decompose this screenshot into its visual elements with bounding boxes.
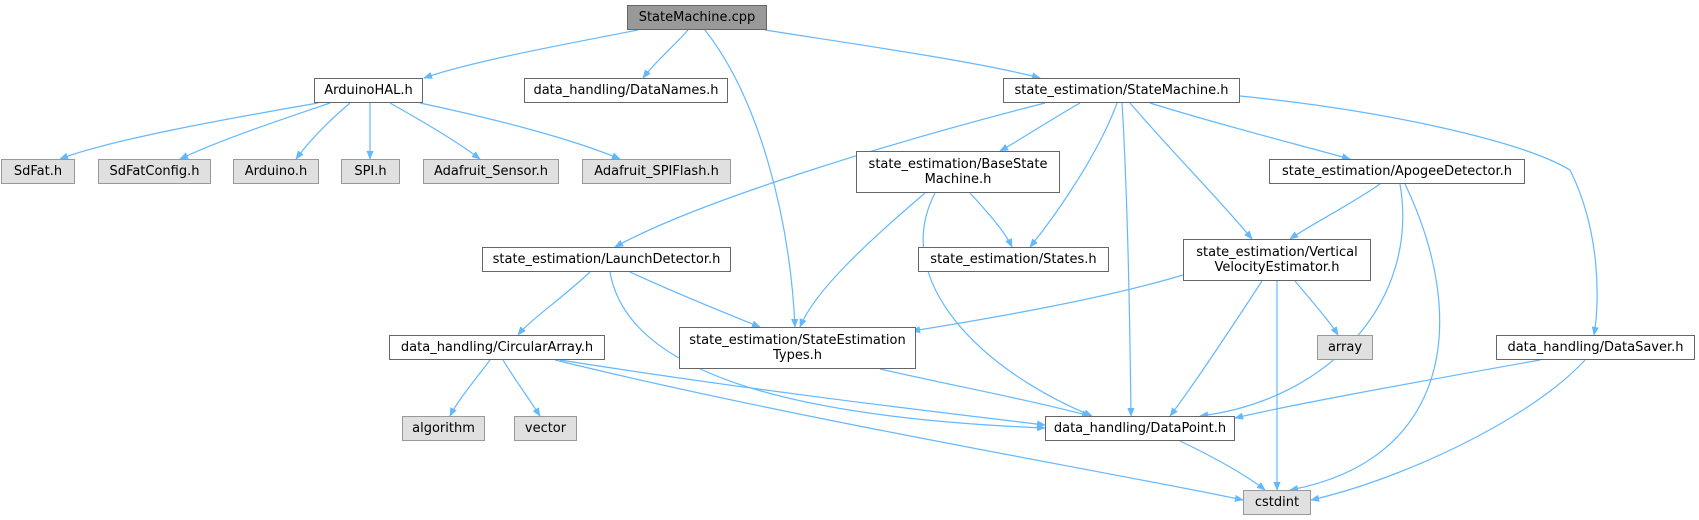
edge-statemachine-h-to-states (1029, 102, 1118, 248)
node-arduinohal[interactable]: ArduinoHAL.h (314, 78, 423, 103)
edge-circulararray-to-algorithm (449, 359, 491, 417)
edge-verticalvelocity-to-datapoint (1169, 280, 1263, 417)
edge-statemachine-cpp-to-datanames (642, 29, 689, 79)
edge-arduinohal-to-adafruit-spiflash (419, 102, 621, 160)
edge-launchdetector-to-circulararray (517, 271, 591, 336)
edge-statemachine-cpp-to-arduinohal (423, 29, 639, 79)
edge-statemachine-h-to-datasaver (1239, 95, 1599, 336)
edge-circulararray-to-vector (502, 359, 541, 417)
edge-statemachine-cpp-to-stateestimationtypes (704, 29, 799, 328)
node-arduino[interactable]: Arduino.h (233, 159, 319, 184)
node-statemachine-h[interactable]: state_estimation/StateMachine.h (1003, 78, 1240, 103)
edge-datasaver-to-datapoint (1234, 359, 1541, 420)
node-stateestimationtypes[interactable]: state_estimation/StateEstimation Types.h (679, 327, 916, 369)
node-adafruit-sensor[interactable]: Adafruit_Sensor.h (423, 159, 559, 184)
edge-basestatemachine-to-states (969, 192, 1013, 248)
edge-verticalvelocity-to-stateestimationtypes (911, 274, 1184, 334)
node-statemachine-cpp[interactable]: StateMachine.cpp (627, 5, 767, 30)
node-launchdetector[interactable]: state_estimation/LaunchDetector.h (482, 247, 731, 272)
edge-verticalvelocity-to-array (1294, 280, 1339, 336)
node-circulararray[interactable]: data_handling/CircularArray.h (389, 335, 605, 360)
edge-arduinohal-to-arduino (295, 102, 351, 160)
edge-basestatemachine-to-datapoint (922, 192, 1093, 417)
node-apogeedetector[interactable]: state_estimation/ApogeeDetector.h (1269, 159, 1525, 184)
edge-circulararray-to-datapoint (559, 359, 1046, 428)
edge-datasaver-to-cstdint (1310, 359, 1586, 502)
edge-statemachine-h-to-launchdetector (614, 102, 1046, 248)
dependency-edges (59, 29, 1599, 502)
edge-apogeedetector-to-verticalvelocity (1289, 183, 1381, 240)
edge-arduinohal-to-sdfatconfig (179, 102, 331, 160)
node-datanames[interactable]: data_handling/DataNames.h (524, 78, 728, 103)
node-adafruit-spiflash[interactable]: Adafruit_SPIFlash.h (582, 159, 731, 184)
edge-arduinohal-to-sdfat (59, 102, 319, 160)
node-cstdint[interactable]: cstdint (1243, 490, 1311, 515)
node-array[interactable]: array (1317, 335, 1373, 360)
node-sdfatconfig[interactable]: SdFatConfig.h (98, 159, 211, 184)
node-sdfat[interactable]: SdFat.h (1, 159, 75, 184)
node-spi[interactable]: SPI.h (341, 159, 400, 184)
node-basestatemachine[interactable]: state_estimation/BaseState Machine.h (856, 151, 1060, 193)
edge-statemachine-h-to-basestatemachine (999, 102, 1081, 152)
edge-circulararray-to-cstdint (554, 359, 1244, 502)
edge-stateestimationtypes-to-datapoint (879, 368, 1091, 418)
edge-datapoint-to-cstdint (1179, 440, 1266, 491)
edge-arduinohal-to-adafruit-sensor (389, 102, 481, 160)
edge-statemachine-h-to-apogeedetector (1149, 102, 1351, 161)
node-datasaver[interactable]: data_handling/DataSaver.h (1496, 335, 1695, 360)
node-states[interactable]: state_estimation/States.h (918, 247, 1109, 272)
edge-apogeedetector-to-datapoint (1199, 183, 1404, 419)
edge-apogeedetector-to-cstdint (1289, 183, 1441, 493)
node-datapoint[interactable]: data_handling/DataPoint.h (1045, 416, 1235, 441)
node-vector[interactable]: vector (514, 416, 577, 441)
edge-basestatemachine-to-stateestimationtypes (799, 192, 926, 328)
edge-statemachine-h-to-datapoint (1121, 102, 1135, 417)
edge-statemachine-cpp-to-statemachine-h (764, 29, 1041, 80)
edge-launchdetector-to-datapoint (609, 271, 1046, 432)
node-verticalvelocity[interactable]: state_estimation/Vertical VelocityEstima… (1183, 239, 1371, 281)
edge-statemachine-h-to-verticalvelocity (1129, 102, 1253, 240)
node-algorithm[interactable]: algorithm (402, 416, 485, 441)
edge-launchdetector-to-stateestimationtypes (629, 271, 761, 328)
